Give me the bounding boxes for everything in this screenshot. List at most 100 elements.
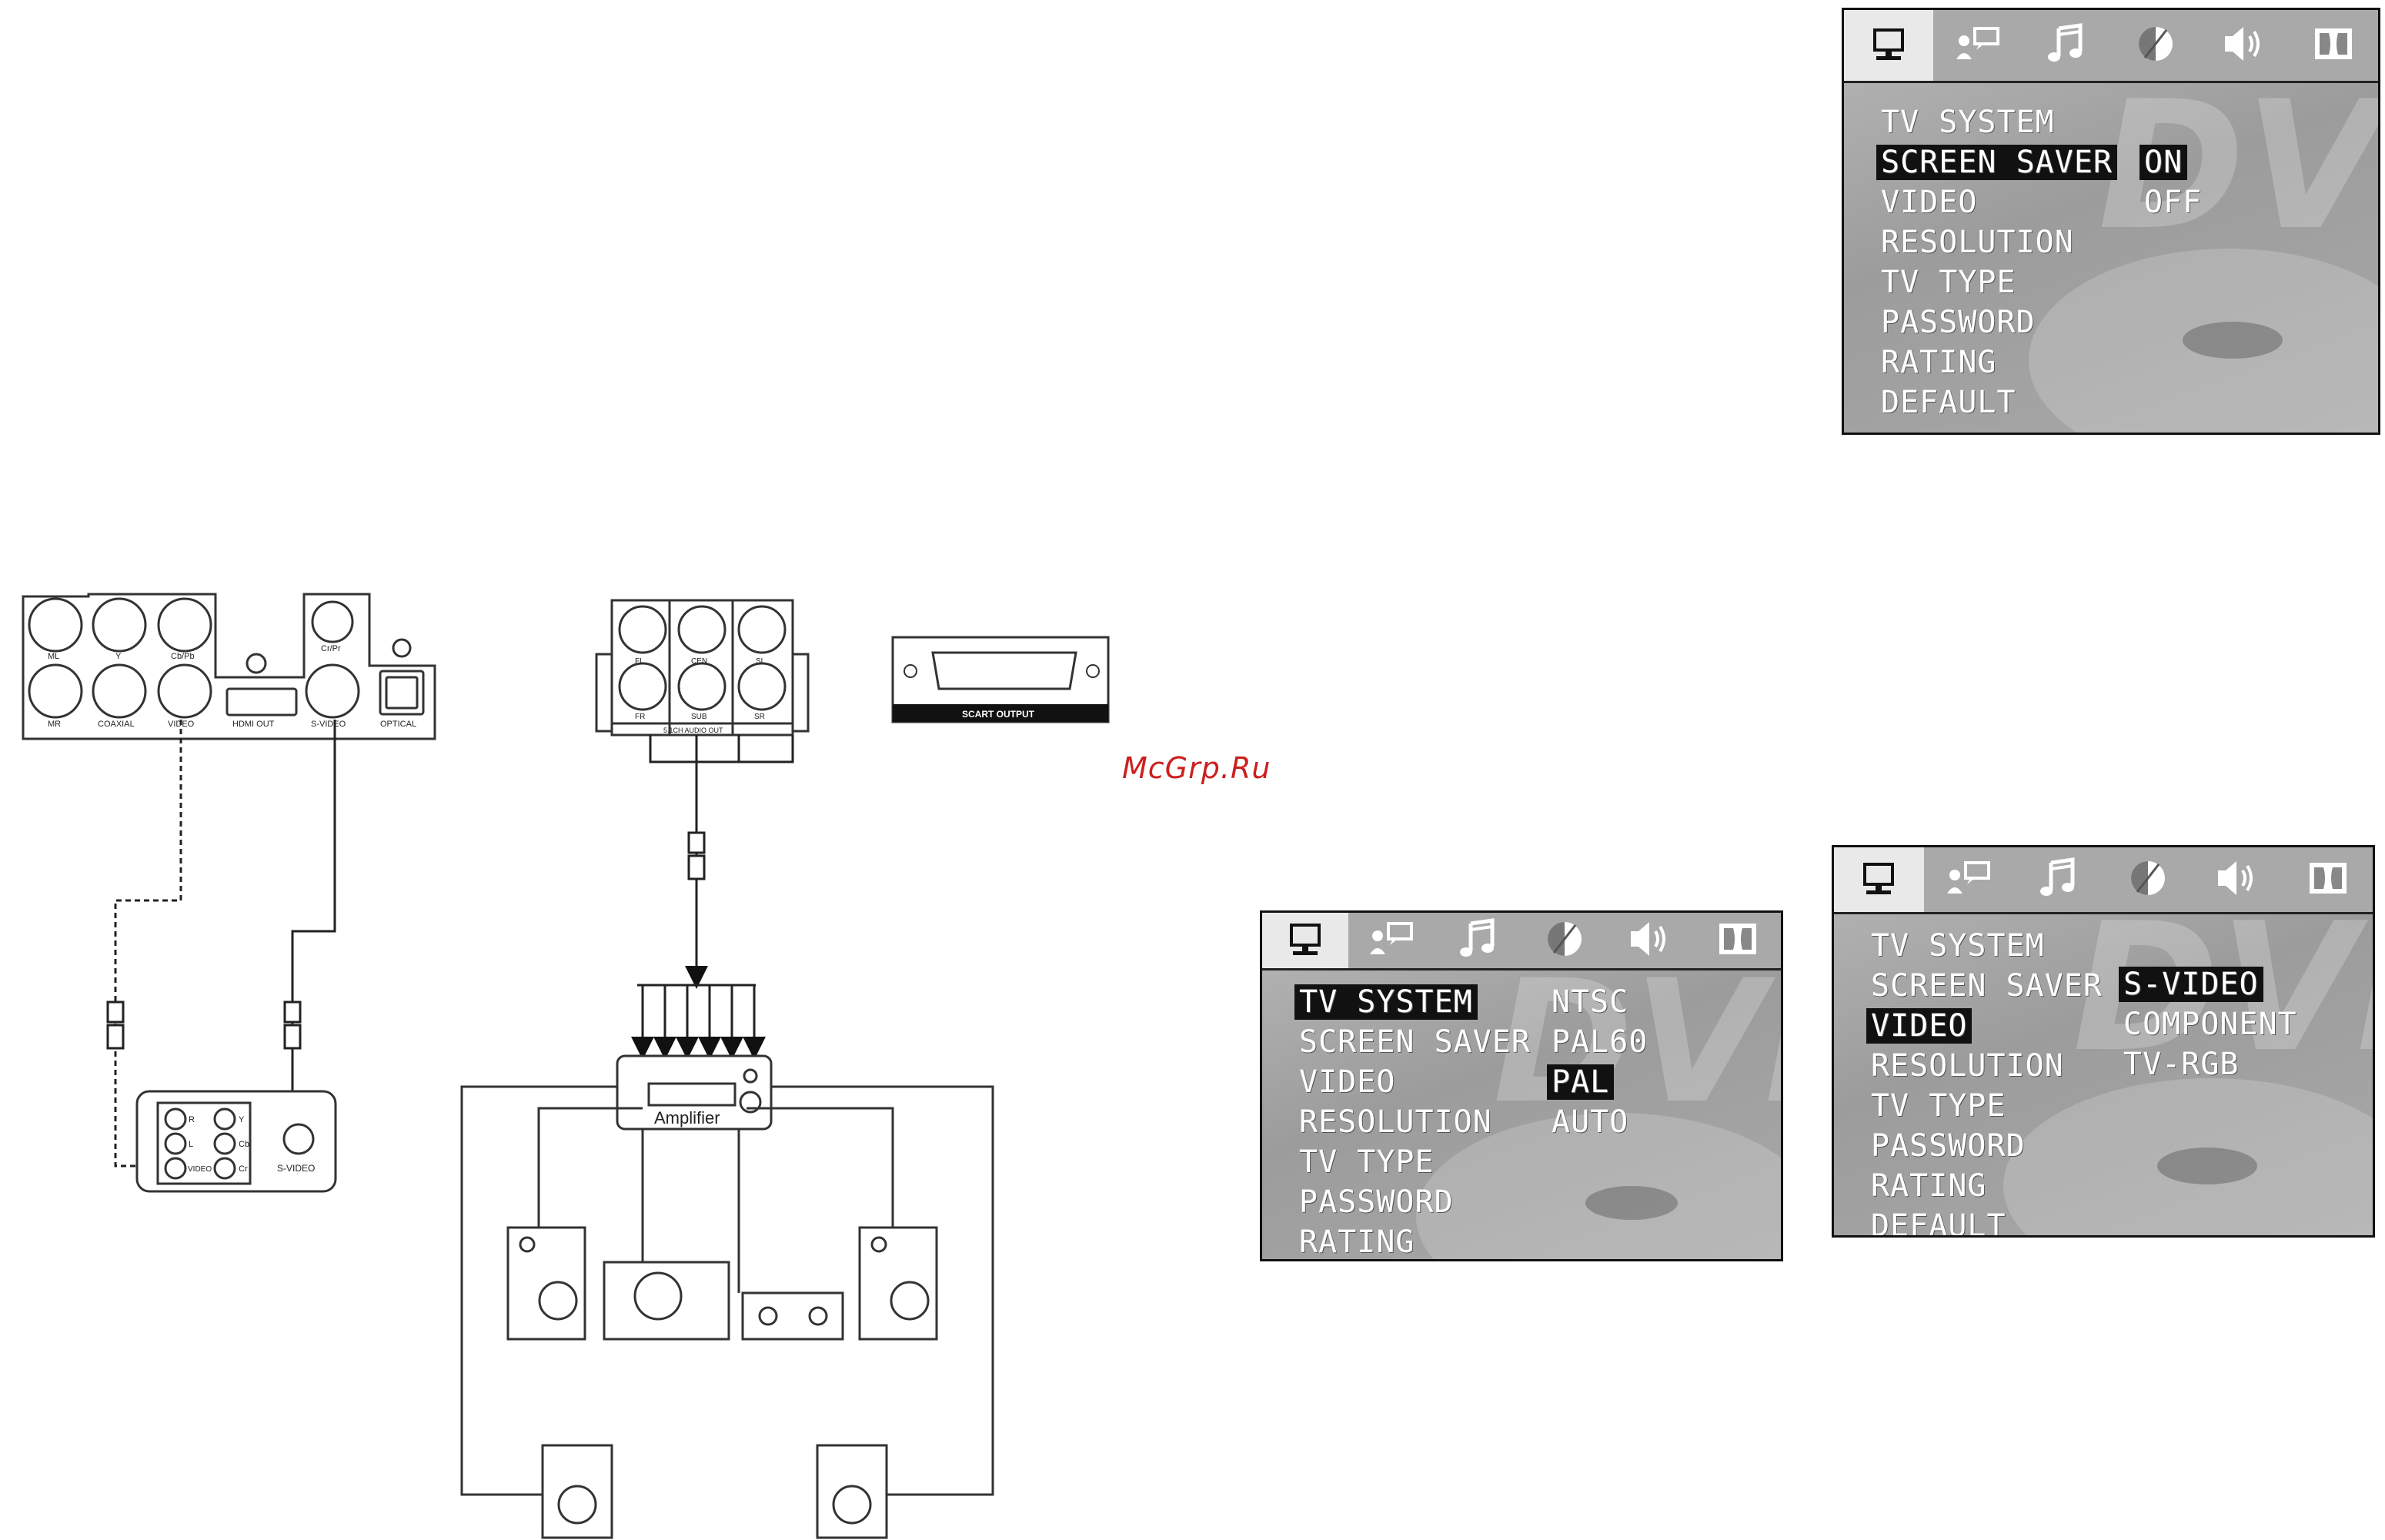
tab-dolby[interactable] [2283,847,2373,912]
menu-item[interactable]: RESOLUTION [1294,1102,1535,1142]
tab-general-setup[interactable] [1262,913,1349,968]
menu-item-label: TV SYSTEM [1871,928,2045,964]
menu-option-label: ON [2139,145,2188,180]
menu-option[interactable]: NTSC [1547,982,1652,1022]
menu-item[interactable]: VIDEO [1876,182,2117,222]
tv-label-video: VIDEO [188,1165,212,1174]
tv-label-l: L [189,1140,193,1149]
tab-audio[interactable] [2013,847,2103,912]
menu-item[interactable]: VIDEO [1294,1062,1535,1102]
menu-item[interactable]: TV SYSTEM [1294,982,1535,1022]
audio-label-fl: FL [635,657,644,666]
menu-item-label: VIDEO [1299,1064,1396,1100]
tab-general-setup[interactable] [1844,10,1933,81]
speech-icon [1367,919,1416,962]
menu-item[interactable]: RESOLUTION [1866,1046,2107,1086]
tab-speaker[interactable] [2193,847,2283,912]
menu-item[interactable]: DEFAULT [1866,1206,2107,1238]
dolby-icon [1716,919,1759,962]
label-ml: ML [48,652,59,661]
tv-label-cr: Cr [239,1164,248,1174]
menu-item-label: DEFAULT [1871,1208,2006,1238]
menu-option[interactable]: S-VIDEO [2119,964,2302,1004]
menu-item[interactable]: TV TYPE [1294,1142,1535,1182]
menu-item-label: PASSWORD [1299,1184,1454,1220]
menu-item[interactable]: TV SYSTEM [1876,102,2117,142]
menu-item[interactable]: SCREEN SAVER [1876,142,2117,182]
tab-language[interactable] [1924,847,2014,912]
menu-item[interactable]: RATING [1876,342,2117,382]
menu-option[interactable]: OFF [2139,182,2206,222]
audio-label-sl: SL [756,657,766,666]
menu-item[interactable]: RATING [1866,1166,2107,1206]
menu-option[interactable]: COMPONENT [2119,1004,2302,1044]
label-y: Y [115,652,122,661]
menu-option-label: NTSC [1552,984,1629,1020]
menu-item-label: SCREEN SAVER [1871,968,2103,1004]
tab-general-setup[interactable] [1834,847,1924,912]
menu-item[interactable]: TV TYPE [1866,1086,2107,1126]
tab-video[interactable] [1522,913,1608,968]
menu-item-label: RATING [1299,1224,1415,1260]
menu-option[interactable]: PAL [1547,1062,1652,1102]
menu-option[interactable]: ON [2139,142,2206,182]
menu-item-label: SCREEN SAVER [1299,1024,1531,1060]
menu-option[interactable]: PAL60 [1547,1022,1652,1062]
menu-item[interactable]: PASSWORD [1876,302,2117,342]
label-coaxial: COAXIAL [98,720,135,729]
player-back-panel-labels: ML Y Cb/Pb Cr/Pr MR COAXIAL VIDEO HDMI O… [48,644,416,729]
tab-speaker[interactable] [2200,10,2290,81]
menu-item[interactable]: RESOLUTION [1876,222,2117,262]
amplifier-label: Amplifier [654,1108,720,1127]
menu-item-label: RATING [1881,345,1997,380]
menu-item[interactable]: SCREEN SAVER [1866,966,2107,1006]
monitor-icon [1857,858,1900,901]
osd-tab-bar [1262,913,1781,970]
amplifier-arrows [631,984,766,1060]
menu-item[interactable]: TV SYSTEM [1866,926,2107,966]
menu-item[interactable]: SCREEN SAVER [1294,1022,1535,1062]
video-adjust-icon [1543,917,1586,964]
menu-item-label: TV SYSTEM [1294,984,1478,1020]
menu-option[interactable]: AUTO [1547,1102,1652,1142]
menu-item[interactable]: PASSWORD [1866,1126,2107,1166]
scart-label: SCART OUTPUT [962,709,1035,720]
music-note-icon [1457,917,1500,964]
menu-item-label: DEFAULT [1881,385,2016,420]
tab-video[interactable] [2103,847,2193,912]
tab-language[interactable] [1348,913,1435,968]
tab-dolby[interactable] [1695,913,1781,968]
dolby-icon [2312,24,2355,67]
speaker-icon [2220,22,2270,68]
tab-dolby[interactable] [2289,10,2378,81]
audio-label-cen: CEN [691,657,707,666]
tv-label-y: Y [239,1115,245,1124]
menu-item[interactable]: VIDEO [1866,1006,2107,1046]
menu-item[interactable]: PASSWORD [1294,1182,1535,1222]
audio-out-title: 5.1CH AUDIO OUT [663,727,723,734]
audio-out-panel [595,599,810,737]
tab-audio[interactable] [1435,913,1522,968]
tv-input-panel [135,1090,337,1193]
menu-item[interactable]: TV TYPE [1876,262,2117,302]
menu-item-label: TV TYPE [1871,1088,2006,1124]
tab-language[interactable] [1933,10,2023,81]
menu-item[interactable]: RATING [1294,1222,1535,1260]
osd-watermark: DVD [1493,944,1781,1141]
label-crpr: Cr/Pr [321,644,341,653]
tab-audio[interactable] [2022,10,2111,81]
menu-option[interactable]: TV-RGB [2119,1044,2302,1084]
tab-video[interactable] [2111,10,2200,81]
label-mr: MR [48,720,61,729]
tv-label-s-video: S-VIDEO [277,1163,315,1174]
menu-item[interactable]: DEFAULT [1876,382,2117,423]
tab-speaker[interactable] [1608,913,1694,968]
label-s-video: S-VIDEO [311,720,346,729]
speakers [506,1226,938,1539]
tv-label-r: R [189,1115,195,1124]
menu-option-label: S-VIDEO [2119,967,2263,1002]
